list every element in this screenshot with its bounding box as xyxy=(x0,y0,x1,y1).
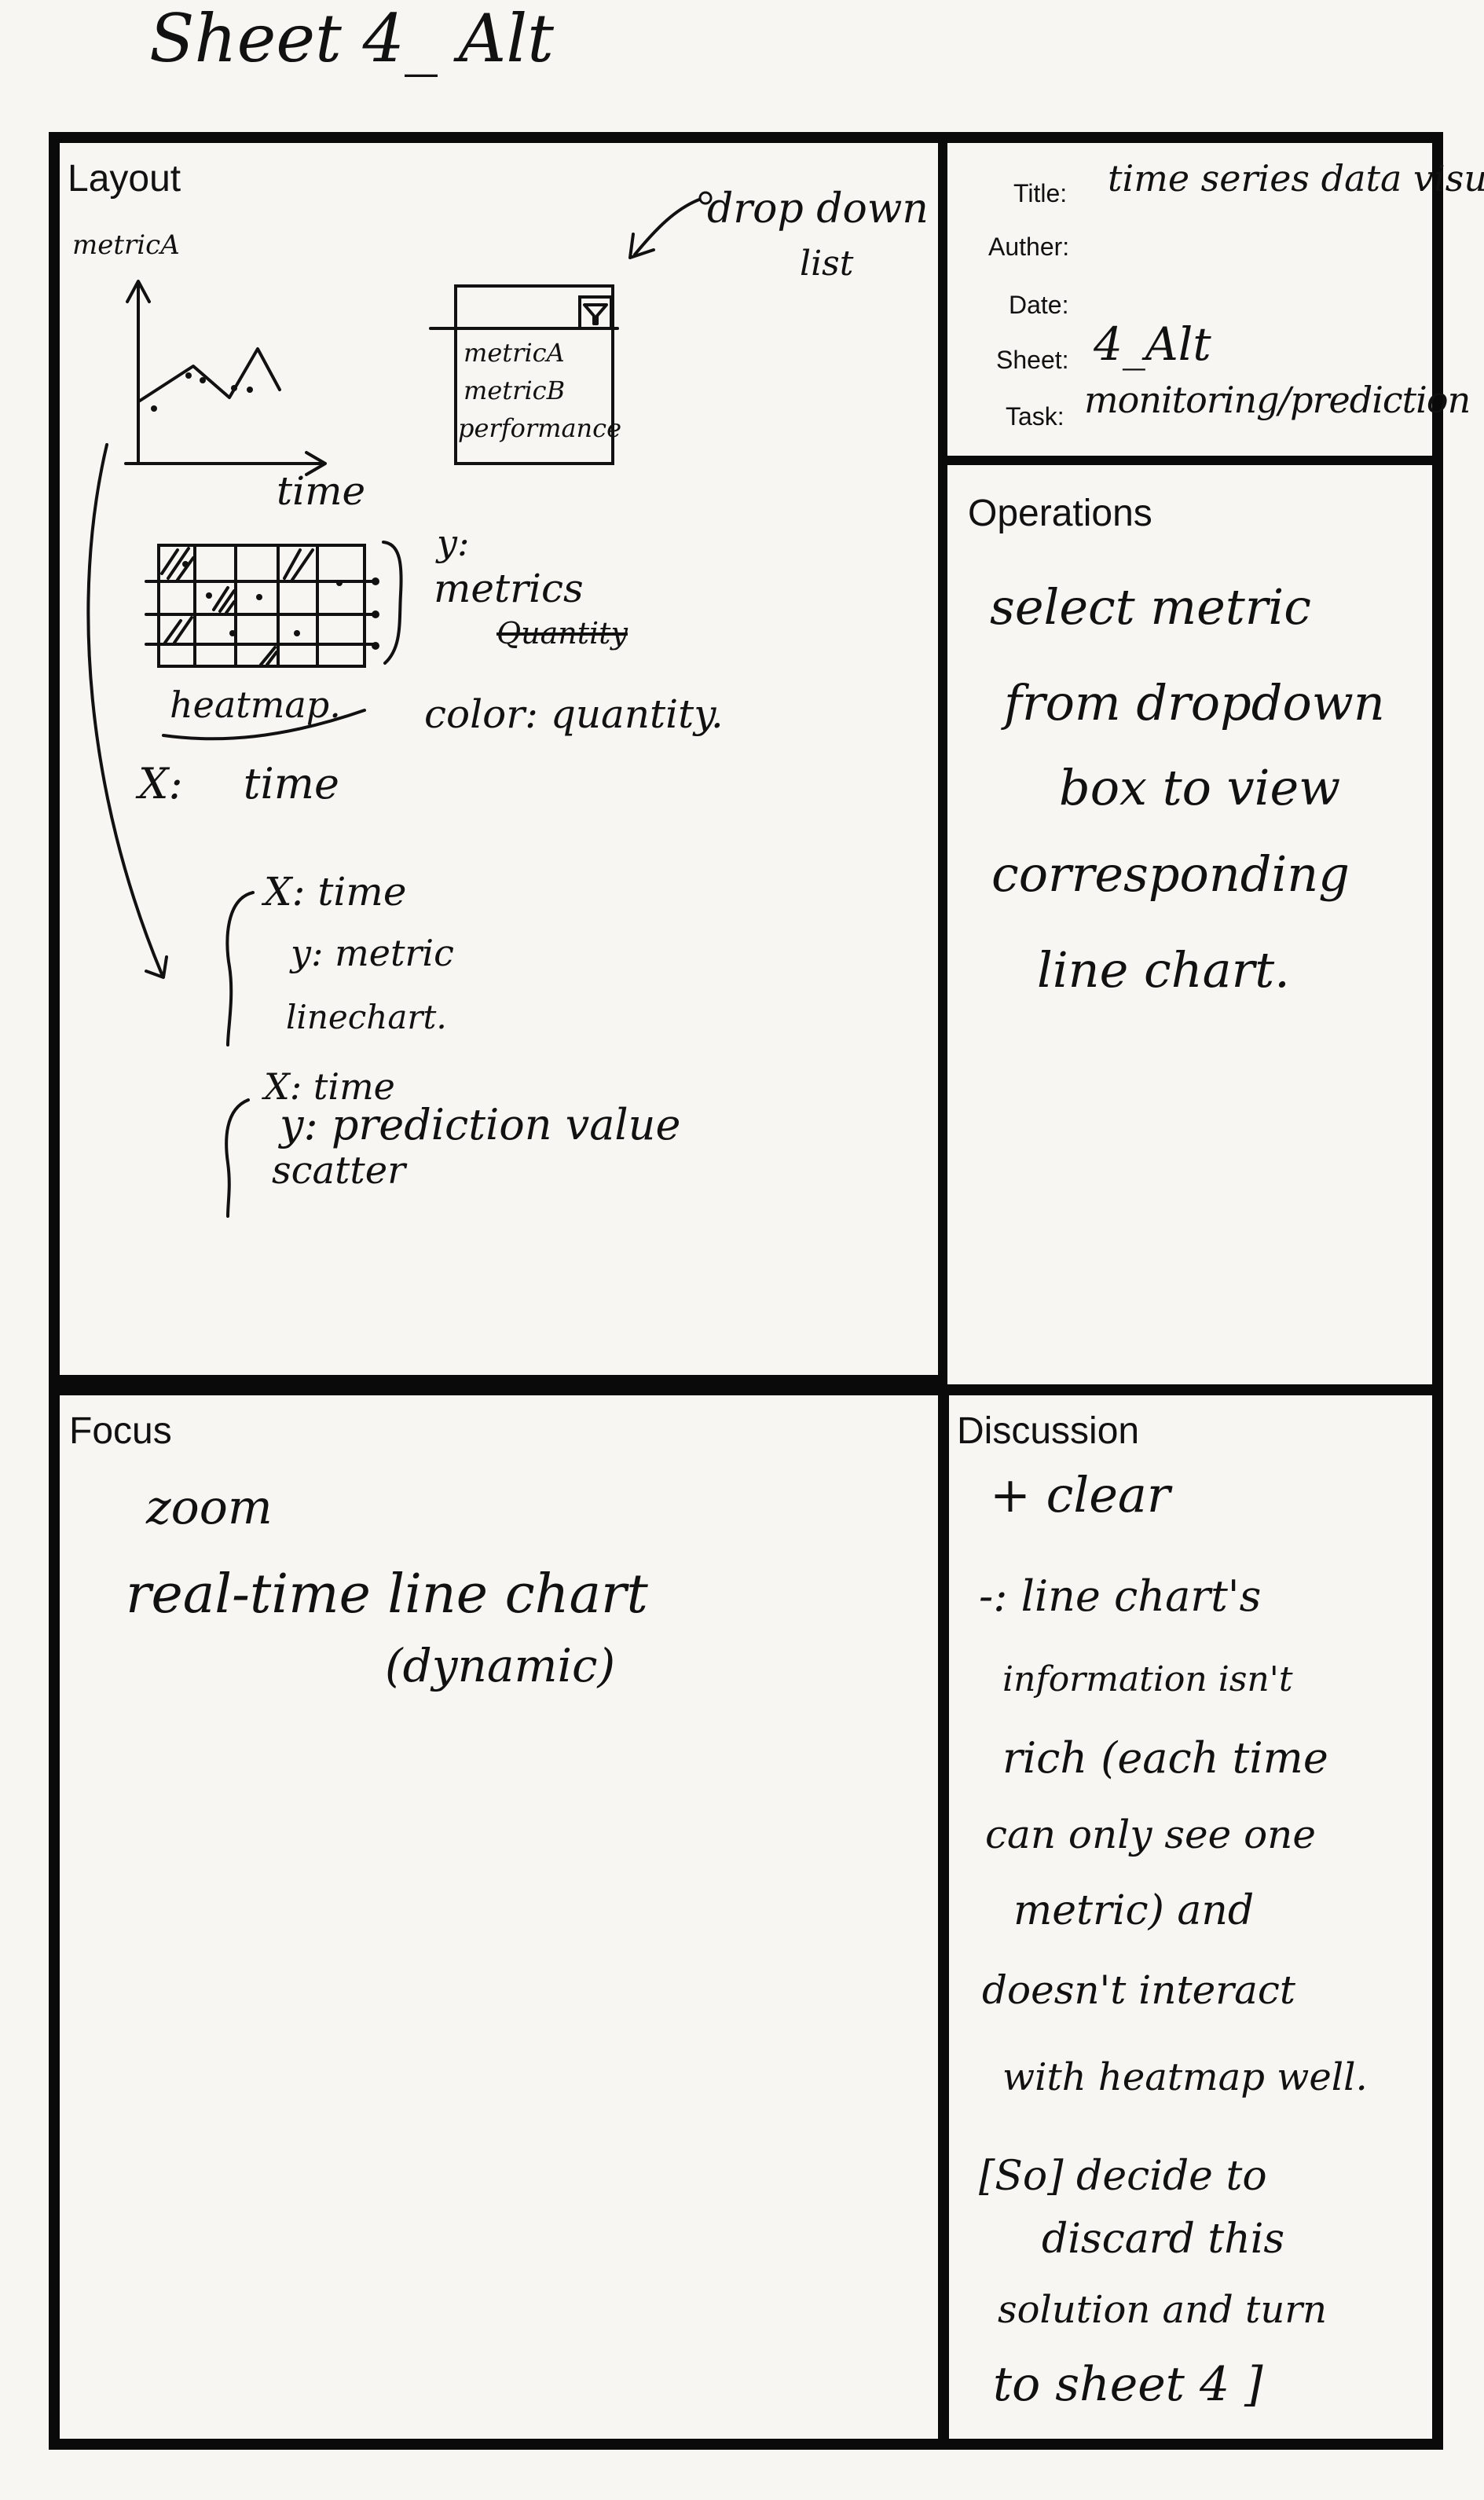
linechart-spec-x: X: time xyxy=(264,869,407,915)
line-sketch-dots xyxy=(151,372,253,412)
info-title-label: Title: xyxy=(1013,179,1068,207)
heatmap-brace xyxy=(382,541,403,665)
heatmap-struck-word: Quantity xyxy=(496,616,628,651)
operations-line-2: from dropdown xyxy=(1004,674,1385,731)
operations-line-1: select metric xyxy=(990,578,1311,636)
line-sketch-y-arrow xyxy=(126,280,151,303)
focus-heading: Focus xyxy=(69,1410,172,1452)
line-sketch-x-arrow xyxy=(305,451,327,476)
heatmap-caption: heatmap. xyxy=(170,684,341,726)
dropdown-item-metric-a: metricA xyxy=(464,338,565,368)
layout-panel xyxy=(60,143,947,1384)
discussion-line-5: can only see one xyxy=(985,1812,1316,1857)
discussion-line-1: + clear xyxy=(990,1466,1171,1523)
focus-line-3: (dynamic) xyxy=(385,1639,616,1692)
info-author-label: Auther: xyxy=(988,233,1070,261)
outer-frame xyxy=(49,132,1443,2450)
scatter-spec-x: X: time xyxy=(264,1065,395,1108)
linechart-brace xyxy=(225,891,255,1047)
line-y-label: metricA xyxy=(72,229,180,261)
curved-arrow xyxy=(86,443,163,976)
dropdown-callout-arrow xyxy=(633,198,701,256)
discussion-line-11: solution and turn xyxy=(998,2288,1328,2332)
discussion-heading: Discussion xyxy=(957,1410,1140,1452)
dropdown-toggle xyxy=(578,295,613,330)
info-title-value: time series data visu xyxy=(1108,157,1484,200)
discussion-line-10: discard this xyxy=(1042,2216,1285,2263)
operations-line-3: box to view xyxy=(1059,759,1341,816)
discussion-line-2: -: line chart's xyxy=(979,1571,1262,1621)
scatter-spec-type: scatter xyxy=(272,1149,406,1193)
info-task-label: Task: xyxy=(1006,402,1064,431)
heatmap-y-note-1: y: xyxy=(437,522,470,564)
info-task-value: monitoring/prediction xyxy=(1084,379,1471,421)
heatmap-caption-arc xyxy=(162,709,366,741)
dropdown-box xyxy=(454,284,614,465)
info-panel xyxy=(947,143,1432,465)
info-sheet-label: Sheet: xyxy=(996,346,1069,374)
line-sketch-series xyxy=(138,347,281,402)
scatter-brace xyxy=(225,1098,250,1218)
info-date-label: Date: xyxy=(1009,291,1069,319)
heatmap-color-note: color: quantity. xyxy=(424,691,724,737)
discussion-line-7: doesn't interact xyxy=(982,1967,1295,2013)
focus-line-1: zoom xyxy=(146,1480,273,1535)
line-x-label: time xyxy=(277,468,366,514)
discussion-line-8: with heatmap well. xyxy=(1002,2055,1368,2099)
dropdown-item-metric-b: metricB xyxy=(464,376,566,405)
info-sheet-value: 4_Alt xyxy=(1094,317,1211,371)
sheet-title: Sheet 4_ Alt xyxy=(149,0,554,77)
discussion-line-4: rich (each time xyxy=(1002,1733,1328,1783)
discussion-line-12: to sheet 4 ] xyxy=(993,2357,1263,2412)
operations-heading: Operations xyxy=(968,493,1152,534)
operations-line-4: corresponding xyxy=(991,845,1350,903)
discussion-line-3: information isn't xyxy=(1002,1659,1293,1699)
dropdown-item-performance: performance xyxy=(458,413,622,443)
linechart-spec-y: y: metric xyxy=(291,932,454,974)
heatmap-y-note-2: metrics xyxy=(434,566,584,611)
layout-heading: Layout xyxy=(68,158,181,200)
operations-line-5: line chart. xyxy=(1037,941,1290,999)
funnel-icon xyxy=(583,303,608,325)
dropdown-callout-2: list xyxy=(800,244,854,284)
horizontal-divider xyxy=(60,1384,1442,1395)
linechart-spec-type: linechart. xyxy=(286,998,447,1036)
discussion-line-6: metric) and xyxy=(1013,1887,1255,1934)
vertical-divider xyxy=(940,1384,949,2445)
heatmap-grid xyxy=(145,544,379,668)
discussion-line-9: [So] decide to xyxy=(979,2153,1267,2200)
heatmap-x-note: X: time xyxy=(138,759,339,808)
dropdown-callout-1: drop down xyxy=(707,185,929,233)
focus-line-2: real-time line chart xyxy=(126,1563,648,1626)
scatter-spec-y: y: prediction value xyxy=(280,1100,681,1149)
